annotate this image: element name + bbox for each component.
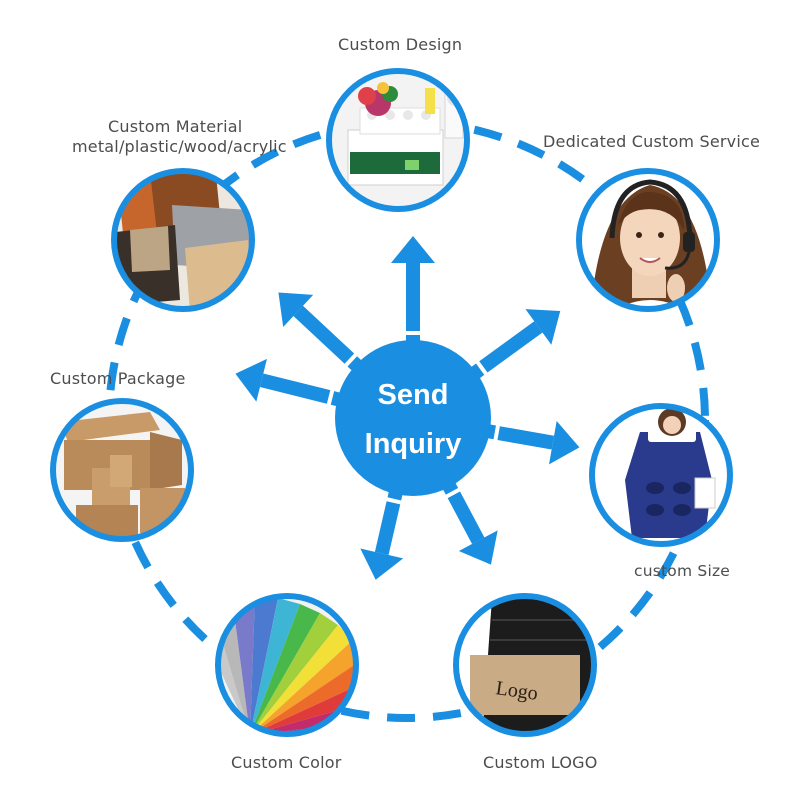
arrows bbox=[235, 236, 580, 580]
arrow-right bbox=[485, 420, 580, 465]
black-rack-logo-photo bbox=[456, 596, 594, 734]
label-custom-size: custom Size bbox=[634, 562, 731, 580]
display-stand-photo bbox=[329, 71, 467, 209]
node-custom-size[interactable] bbox=[589, 400, 735, 550]
label-material-list: metal/plastic/wood/acrylic bbox=[72, 137, 287, 156]
label-custom-package: Custom Package bbox=[50, 369, 186, 388]
blue-display-rack-photo bbox=[592, 406, 730, 544]
material-samples-photo bbox=[114, 171, 252, 309]
arrow-left bbox=[235, 358, 342, 407]
center-line-2: Inquiry bbox=[365, 428, 462, 460]
arrow-up bbox=[391, 236, 435, 343]
node-custom-logo[interactable]: Logo bbox=[450, 590, 600, 740]
center-hub[interactable]: Send Inquiry bbox=[335, 340, 491, 496]
label-custom-logo: Custom LOGO bbox=[483, 753, 598, 772]
arrow-down-left bbox=[360, 489, 404, 580]
node-dedicated-service[interactable] bbox=[575, 165, 725, 320]
node-custom-material[interactable] bbox=[110, 165, 260, 318]
center-line-1: Send bbox=[378, 379, 449, 411]
node-custom-color[interactable] bbox=[190, 590, 386, 740]
label-custom-color: Custom Color bbox=[231, 753, 342, 772]
arrow-down-right bbox=[442, 480, 498, 565]
arrow-up-left bbox=[278, 292, 363, 372]
node-custom-design[interactable] bbox=[320, 65, 480, 215]
support-agent-photo bbox=[579, 171, 717, 309]
node-custom-package[interactable] bbox=[50, 398, 200, 548]
arrow-up-right bbox=[469, 309, 561, 380]
label-custom-material: Custom Material bbox=[108, 117, 243, 136]
label-custom-design: Custom Design bbox=[338, 35, 463, 54]
label-dedicated-service: Dedicated Custom Service bbox=[543, 132, 761, 151]
